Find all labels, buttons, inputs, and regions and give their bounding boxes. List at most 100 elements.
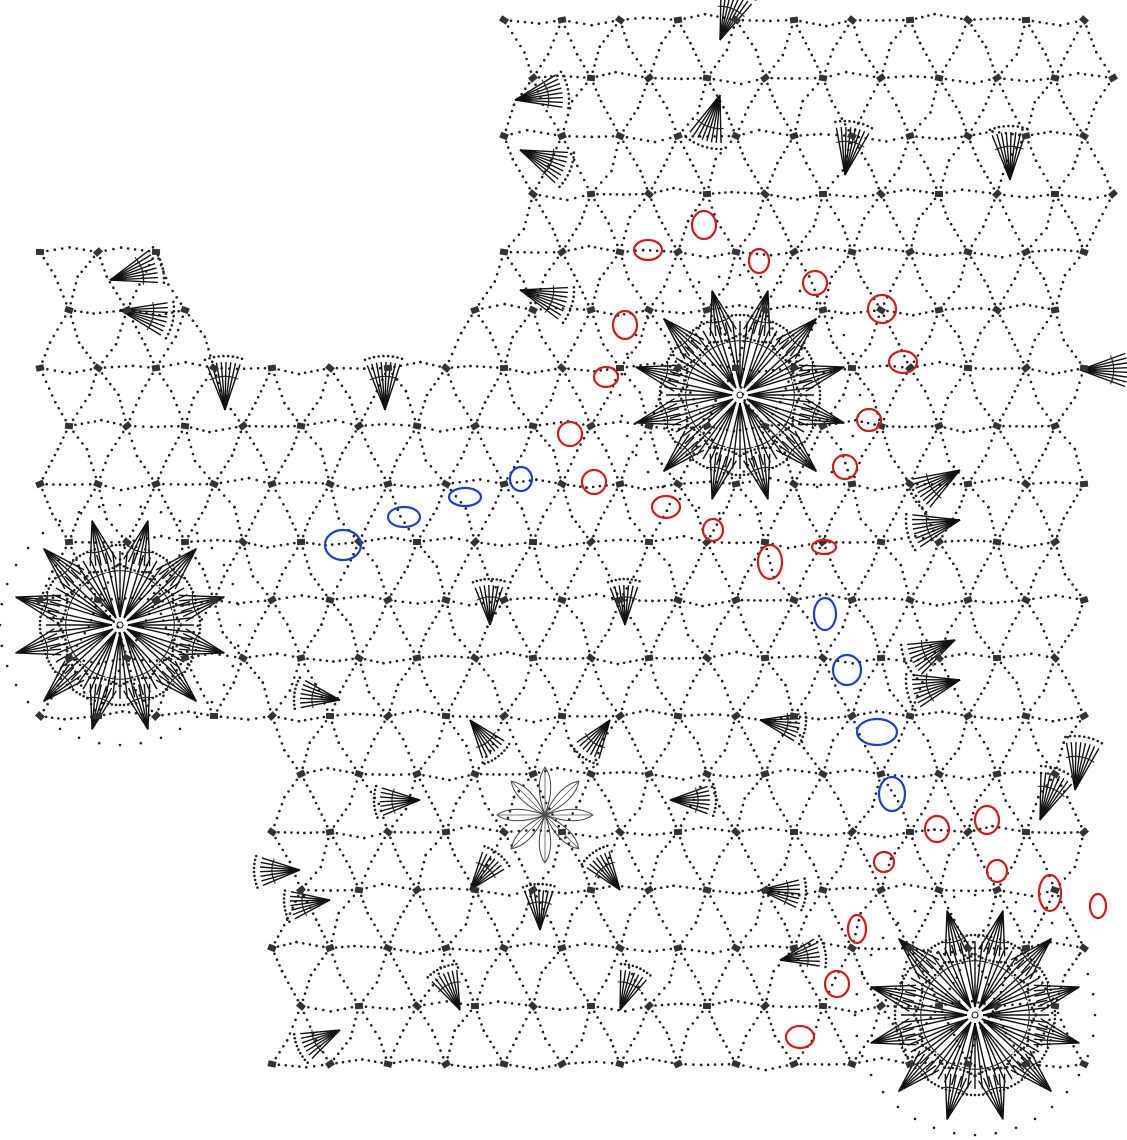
chain-dot — [1028, 304, 1032, 307]
chain-dot — [512, 103, 516, 106]
chain-dot — [592, 534, 595, 538]
chain-dot — [943, 426, 947, 429]
chain-dot — [162, 378, 165, 381]
chain-dot — [495, 469, 499, 473]
chain-dot — [508, 368, 512, 371]
chain-dot — [1061, 75, 1064, 78]
chain-dot — [118, 297, 122, 301]
chain-dot — [627, 45, 630, 48]
chain-dot — [556, 379, 559, 383]
chain-dot — [635, 310, 638, 314]
chain-dot — [827, 309, 831, 313]
chain-dot — [506, 380, 510, 384]
chain-dot — [944, 77, 948, 81]
chain-dot — [575, 227, 578, 231]
chain-dot — [522, 597, 526, 600]
chain-dot — [462, 450, 466, 454]
chain-dot — [849, 195, 852, 198]
chain-dot — [614, 610, 617, 614]
chain-dot — [706, 256, 710, 259]
chain-dot — [210, 592, 214, 596]
chain-dot — [555, 592, 559, 596]
chain-dot — [573, 368, 577, 371]
chain-dot — [534, 83, 537, 86]
chain-dot — [853, 26, 856, 29]
chain-dot — [980, 480, 984, 483]
chain-dot — [622, 193, 625, 196]
chain-dot — [87, 421, 90, 424]
chain-dot — [53, 275, 57, 278]
chain-dot — [572, 456, 576, 459]
chain-dot — [796, 256, 800, 260]
chain-dot — [1027, 373, 1030, 377]
chain-dot — [1078, 361, 1082, 364]
chain-dot — [926, 396, 930, 400]
chain-dot — [698, 296, 702, 300]
chain-dot — [742, 541, 746, 544]
chain-dot — [1029, 585, 1033, 589]
chain-dot — [875, 198, 879, 202]
chain-dot — [546, 132, 550, 135]
chain-dot — [825, 295, 828, 299]
chain-dot — [139, 365, 142, 368]
chain-dot — [702, 187, 706, 190]
chain-dot — [842, 260, 846, 264]
chain-dot — [614, 256, 618, 259]
chain-dot — [916, 36, 919, 39]
chain-dot — [59, 288, 62, 292]
chain-dot — [115, 529, 119, 532]
chain-dot — [529, 301, 532, 305]
chain-dot — [508, 115, 512, 119]
chain-dot — [992, 546, 996, 549]
chain-dot — [41, 591, 45, 595]
chain-dot — [208, 476, 211, 480]
chain-dot — [579, 485, 582, 489]
chain-dot — [190, 529, 194, 532]
chain-dot — [846, 312, 849, 315]
chain-dot — [64, 535, 67, 538]
chain-dot — [685, 152, 689, 155]
chain-dot — [500, 258, 504, 261]
chain-dot — [888, 403, 892, 407]
chain-dot — [948, 557, 951, 560]
chain-dot — [499, 372, 503, 376]
chain-dot — [605, 368, 609, 371]
chain-dot — [1057, 371, 1061, 375]
chain-dot — [1072, 499, 1076, 503]
chain-dot — [776, 194, 780, 198]
chain-dot — [360, 534, 364, 537]
chain-dot — [786, 123, 789, 126]
chain-dot — [1072, 117, 1076, 121]
chain-dot — [242, 367, 246, 371]
chain-dot — [682, 534, 686, 538]
chain-dot — [989, 58, 992, 61]
chain-dot — [807, 248, 811, 251]
chain-dot — [661, 138, 664, 142]
chain-dot — [221, 631, 224, 634]
chain-dot — [64, 418, 67, 422]
chain-dot — [727, 238, 730, 241]
chain-dot — [48, 341, 52, 344]
chain-dot — [393, 483, 397, 487]
chain-dot — [920, 347, 924, 351]
chain-dot — [436, 538, 439, 541]
chain-dot — [378, 618, 382, 621]
chain-dot — [673, 584, 676, 588]
chain-dot — [558, 604, 561, 608]
chain-dot — [701, 650, 704, 654]
chain-dot — [960, 580, 963, 583]
chain-dot — [207, 347, 210, 351]
chain-dot — [248, 436, 252, 440]
chain-dot — [237, 436, 240, 440]
chain-dot — [779, 111, 782, 115]
chain-dot — [981, 459, 984, 463]
chain-dot — [639, 296, 643, 299]
chain-dot — [1020, 546, 1023, 549]
chain-dot — [766, 533, 770, 537]
chain-dot — [956, 429, 959, 432]
chain-dot — [731, 305, 735, 308]
chain-dot — [840, 117, 844, 120]
chain-dot — [431, 363, 435, 367]
chain-dot — [256, 581, 260, 584]
chain-dot — [128, 535, 132, 538]
